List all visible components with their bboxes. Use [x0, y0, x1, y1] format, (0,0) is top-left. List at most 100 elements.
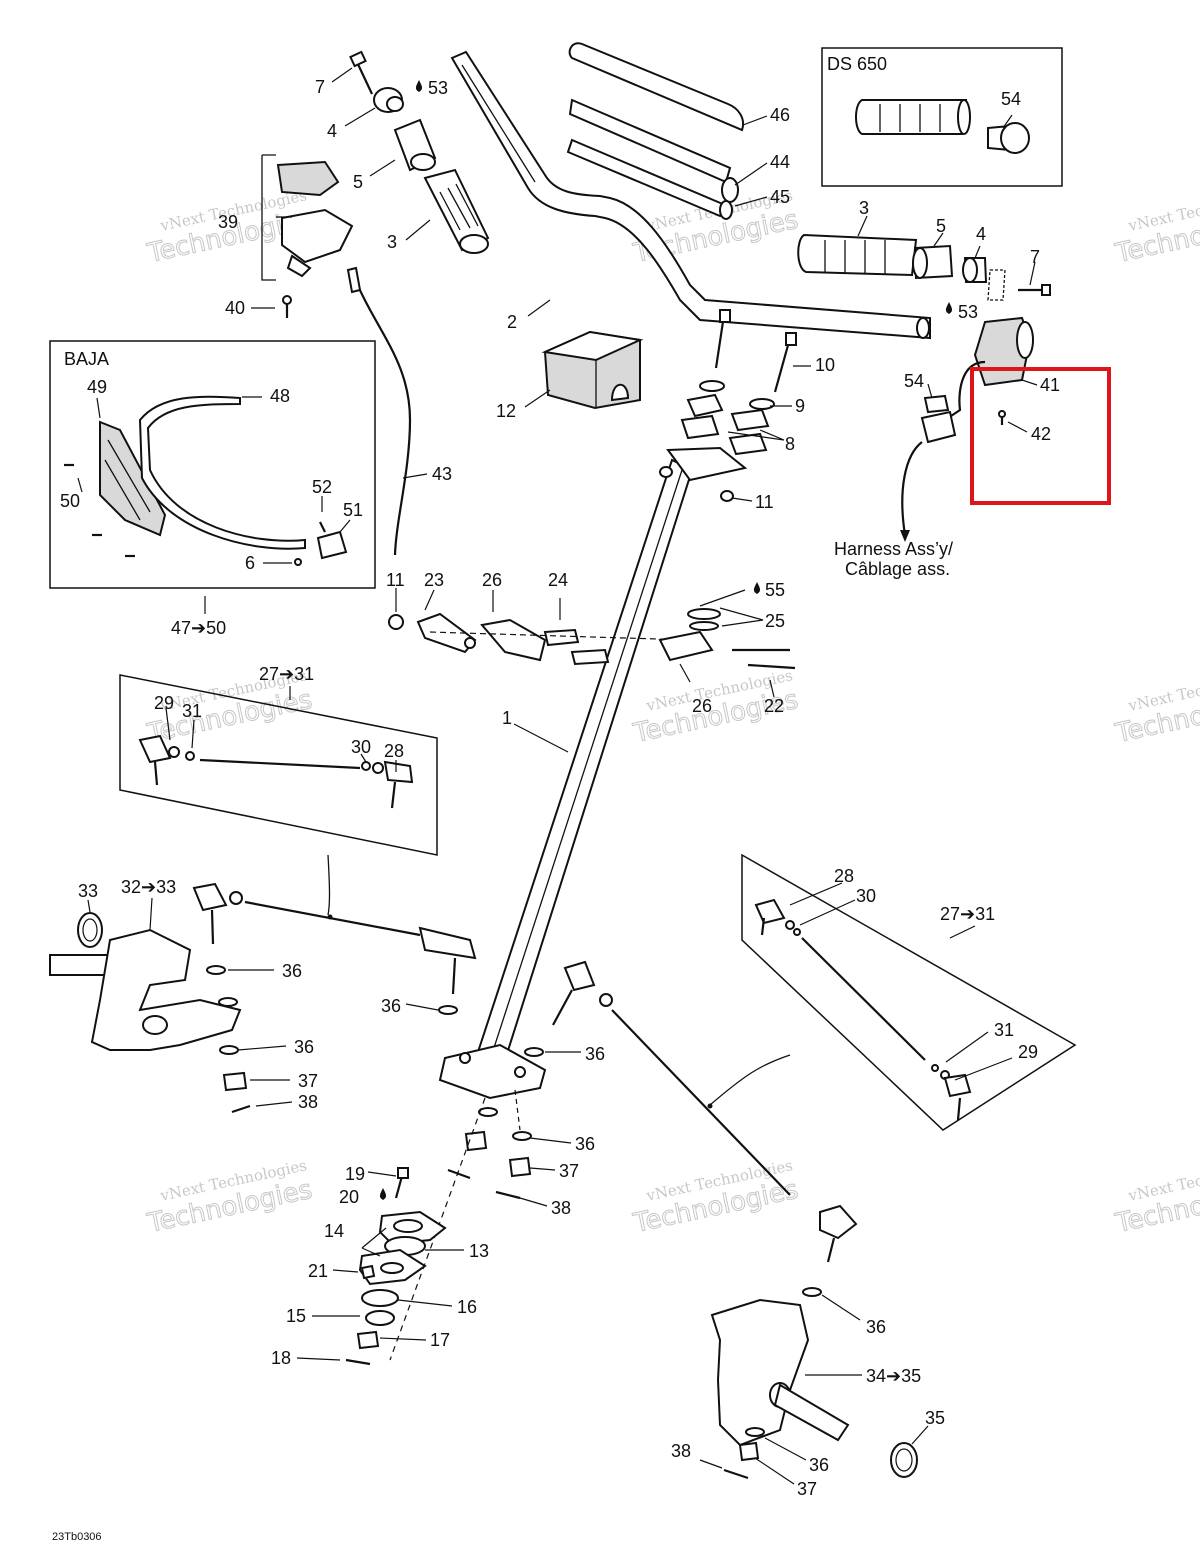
highlight-box	[970, 367, 1111, 505]
screw-40	[282, 295, 292, 318]
left-grip-group	[349, 50, 490, 254]
callout-18: 18	[271, 1348, 291, 1368]
callout-22: 22	[764, 696, 784, 716]
handlebar	[450, 50, 931, 340]
callout-36-g: 36	[809, 1455, 829, 1475]
callout-5-left: 5	[353, 172, 363, 192]
callout-38-c: 38	[671, 1441, 691, 1461]
right-grip-group	[797, 233, 1051, 301]
callout-37-b: 37	[559, 1161, 579, 1181]
callout-36-c: 36	[294, 1037, 314, 1057]
callout-13: 13	[469, 1241, 489, 1261]
callout-28-right: 28	[834, 866, 854, 886]
tie-rod-box-left	[119, 674, 438, 856]
callout-35: 35	[925, 1408, 945, 1428]
callout-36-d: 36	[585, 1044, 605, 1064]
throttle-housing	[261, 154, 354, 281]
callout-2: 2	[507, 312, 517, 332]
steering-linkage	[388, 608, 796, 670]
callout-4-left: 4	[327, 121, 337, 141]
callout-11-linkage: 11	[386, 570, 405, 590]
callout-17: 17	[430, 1330, 450, 1350]
callout-40: 40	[225, 298, 245, 318]
callout-53-right: 53	[958, 302, 978, 322]
callout-48: 48	[270, 386, 290, 406]
callout-42: 42	[1031, 424, 1051, 444]
callout-32-33: 32➔33	[121, 877, 176, 897]
right-hardware	[389, 1047, 544, 1361]
callout-6: 6	[245, 553, 255, 573]
drawing-code: 23Tb0306	[52, 1531, 102, 1543]
callout-27-31-right: 27➔31	[940, 904, 995, 924]
callout-54-harness: 54	[904, 371, 924, 391]
callout-24: 24	[548, 570, 568, 590]
handlebar-pad-12	[541, 330, 644, 410]
left-hardware	[206, 965, 458, 1114]
harness-label-line1: Harness Ass’y/	[834, 539, 953, 559]
callout-21: 21	[308, 1261, 328, 1281]
callout-11-top: 11	[755, 492, 774, 512]
lower-bearing-group	[345, 1167, 447, 1366]
callout-52: 52	[312, 477, 332, 497]
callout-33: 33	[78, 881, 98, 901]
callout-29-right: 29	[1018, 1042, 1038, 1062]
ds650-box: DS 650	[821, 47, 1063, 187]
callout-46: 46	[770, 105, 790, 125]
callout-23: 23	[424, 570, 444, 590]
baja-title: BAJA	[64, 349, 109, 369]
callout-15: 15	[286, 1306, 306, 1326]
right-spindle	[710, 1287, 918, 1480]
steering-column	[438, 446, 748, 1100]
callout-41: 41	[1040, 375, 1060, 395]
callout-7-left: 7	[315, 77, 325, 97]
callout-26-top: 26	[482, 570, 502, 590]
callout-28-left: 28	[384, 741, 404, 761]
callout-4-right: 4	[976, 224, 986, 244]
switch-housing	[900, 316, 1034, 542]
callout-16: 16	[457, 1297, 477, 1317]
callout-19: 19	[345, 1164, 365, 1184]
callout-9: 9	[795, 396, 805, 416]
callout-45: 45	[770, 187, 790, 207]
callout-49: 49	[87, 377, 107, 397]
callout-10: 10	[815, 355, 835, 375]
right-tie-rod	[552, 960, 858, 1263]
callout-31-left: 31	[182, 701, 202, 721]
callout-43: 43	[432, 464, 452, 484]
callout-29-left: 29	[154, 693, 174, 713]
screw-42	[998, 410, 1006, 425]
callout-50: 50	[60, 491, 80, 511]
callout-54-ds650: 54	[1001, 89, 1021, 109]
callout-1: 1	[502, 708, 512, 728]
callout-7-right: 7	[1030, 247, 1040, 267]
callout-36-e: 36	[575, 1134, 595, 1154]
ds650-title: DS 650	[827, 54, 887, 74]
callout-47-50: 47➔50	[171, 618, 226, 638]
callout-26-bottom: 26	[692, 696, 712, 716]
callout-8: 8	[785, 434, 795, 454]
callout-25: 25	[765, 611, 785, 631]
column-clamp-group	[659, 309, 797, 502]
callout-31-right: 31	[994, 1020, 1014, 1040]
callout-37-a: 37	[298, 1071, 318, 1091]
callout-20: 20	[339, 1187, 359, 1207]
callout-36-f: 36	[866, 1317, 886, 1337]
callout-38-b: 38	[551, 1198, 571, 1218]
tie-rod-box-right	[741, 853, 1077, 1131]
throttle-cable	[346, 266, 412, 556]
callout-30-left: 30	[351, 737, 371, 757]
callout-27-31-left: 27➔31	[259, 664, 314, 684]
callout-36-b: 36	[381, 996, 401, 1016]
callout-5-right: 5	[936, 216, 946, 236]
callout-3-left: 3	[387, 232, 397, 252]
callout-30-right: 30	[856, 886, 876, 906]
callout-12: 12	[496, 401, 516, 421]
callout-37-c: 37	[797, 1479, 817, 1499]
callout-3-right: 3	[859, 198, 869, 218]
handlebar-pad-parts	[566, 42, 744, 220]
callouts: 1 2 3 3 4 4 5 5 6 7 7 8 9 10 11 11 12 13…	[60, 67, 1060, 1499]
callout-34-35: 34➔35	[866, 1366, 921, 1386]
callout-38-a: 38	[298, 1092, 318, 1112]
callout-55: 55	[765, 580, 785, 600]
callout-44: 44	[770, 152, 790, 172]
